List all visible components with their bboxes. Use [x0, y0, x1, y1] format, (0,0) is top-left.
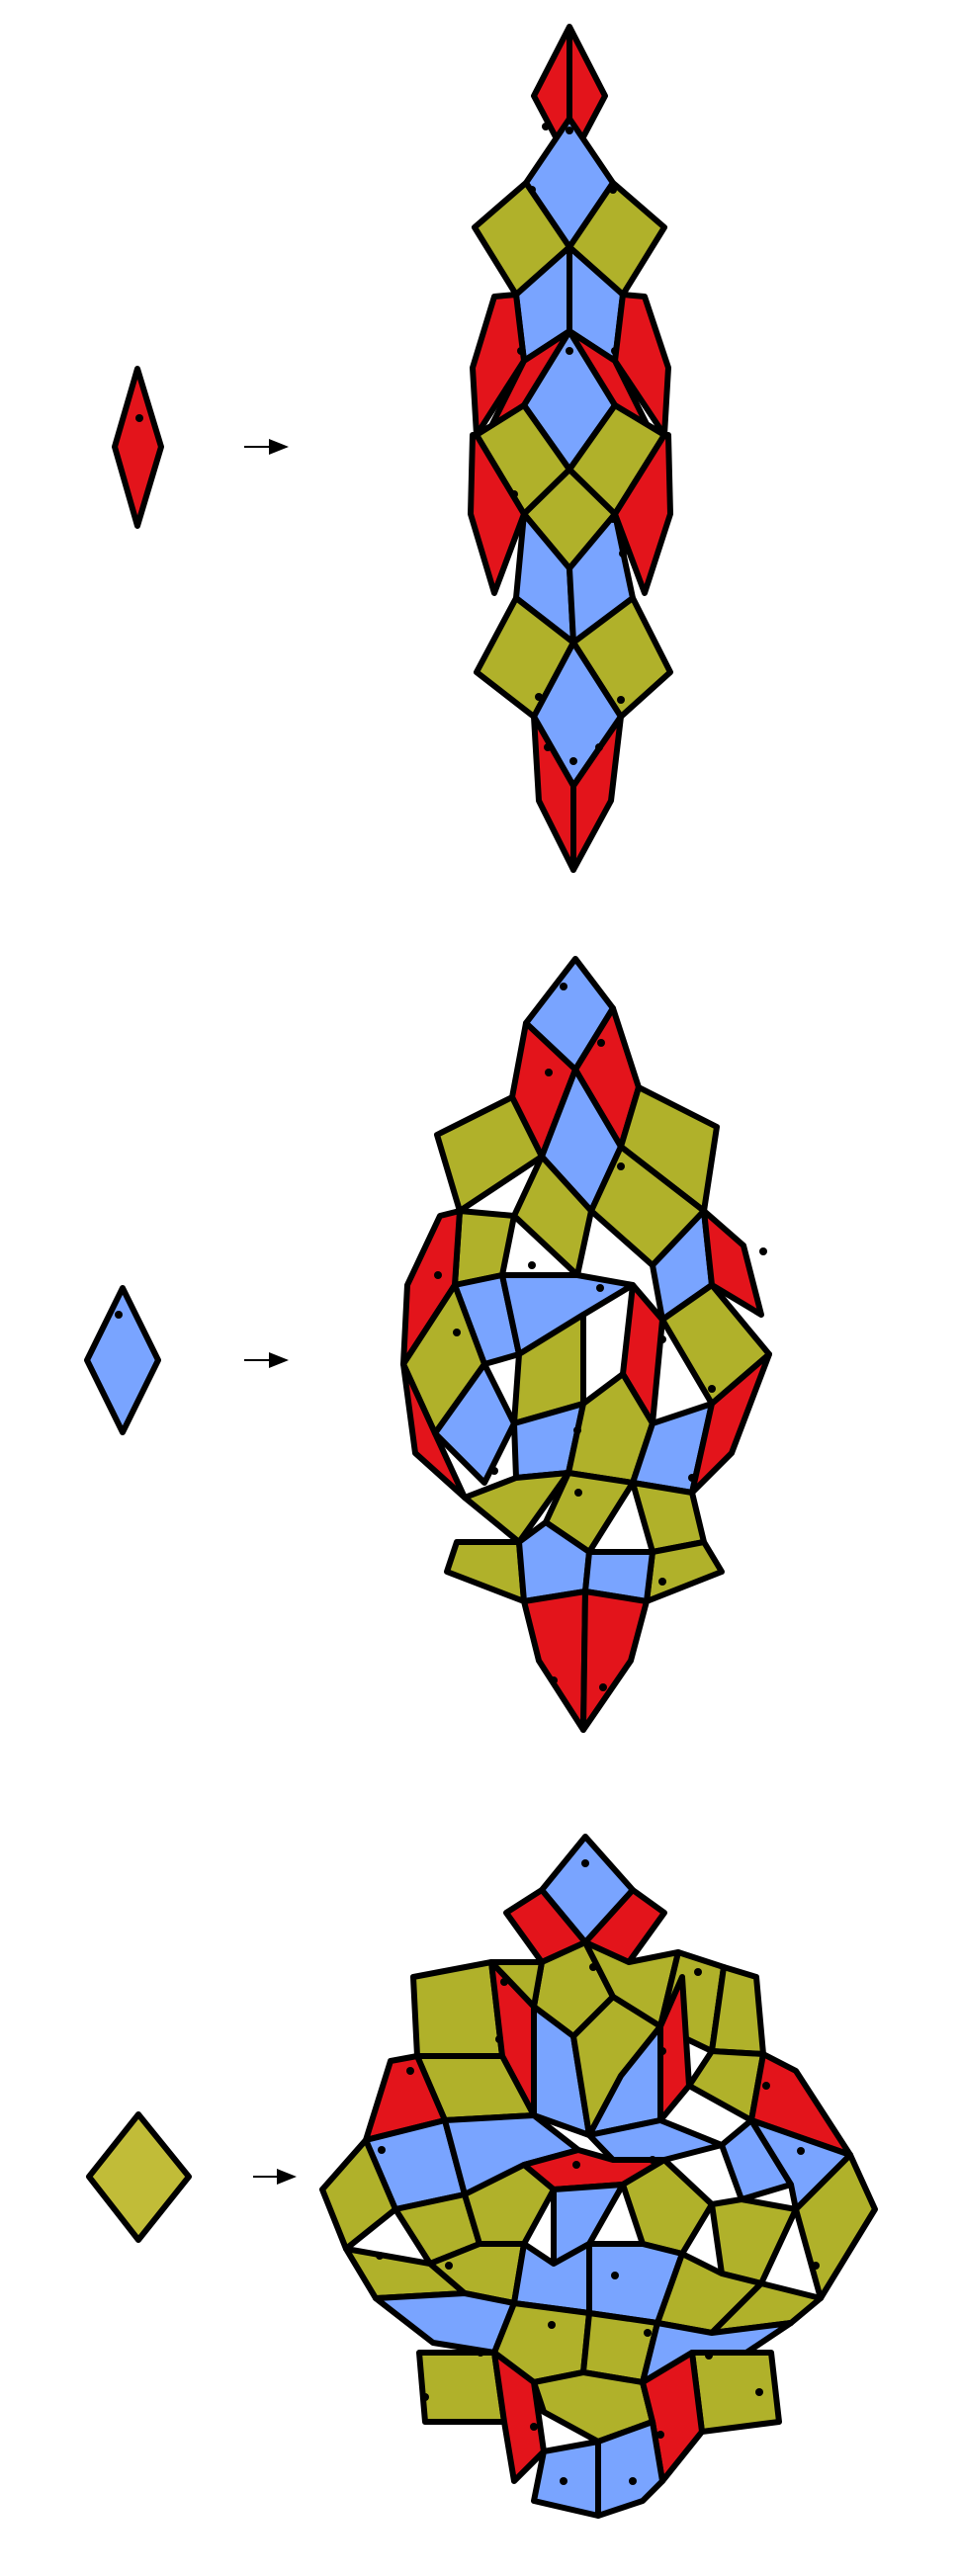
prototile-blue-rhombus [84, 1285, 161, 1435]
orientation-dot [535, 693, 543, 701]
orientation-dot [688, 1474, 696, 1482]
orientation-dot [589, 1963, 597, 1971]
orientation-dot [755, 2388, 763, 2396]
orientation-dot [617, 696, 625, 704]
orientation-dot [569, 757, 577, 765]
blue-rhombus-tile [84, 1285, 161, 1435]
orientation-dot [135, 414, 143, 422]
orientation-dot [528, 1261, 536, 1269]
red-rhombus-tile [570, 714, 624, 873]
olive-rhombus-tile [644, 1539, 725, 1604]
orientation-dot [611, 347, 619, 355]
orientation-dot [378, 2146, 386, 2154]
orientation-dot [560, 983, 567, 990]
orientation-dot [596, 1284, 604, 1292]
orientation-dot [658, 2047, 666, 2055]
orientation-dot [609, 515, 617, 523]
olive-rhombus-tile [462, 2162, 557, 2247]
prototile-olive-rhombus [86, 2111, 192, 2243]
olive-rhombus-tile [410, 1959, 505, 2059]
red-rhombus-tile [612, 432, 673, 596]
orientation-dot [581, 1859, 589, 1867]
orientation-dot [705, 2352, 713, 2360]
orientation-dot [495, 2035, 503, 2043]
orientation-dot [759, 1247, 767, 1255]
orientation-dot [528, 186, 536, 194]
orientation-dot [658, 1578, 666, 1586]
red-rhombus-tile [612, 292, 671, 438]
orientation-dot [812, 2262, 820, 2270]
orientation-dot [550, 1676, 558, 1684]
olive-rhombus-tile [416, 2350, 507, 2425]
orientation-dot [453, 1329, 461, 1336]
rule-red [112, 24, 673, 873]
red-rhombus-tile [521, 1589, 588, 1733]
orientation-dot [421, 2393, 429, 2401]
orientation-dot [490, 1467, 498, 1475]
red-rhombus-tile [470, 292, 527, 438]
orientation-dot [566, 127, 573, 134]
orientation-dot [609, 186, 617, 194]
orientation-dot [619, 550, 627, 558]
orientation-dot [115, 1311, 123, 1319]
orientation-dot [544, 743, 552, 751]
orientation-dot [545, 1069, 553, 1076]
red-rhombus-tile [112, 366, 164, 529]
olive-rhombus-tile [86, 2111, 192, 2243]
orientation-dot [434, 1271, 442, 1279]
orientation-dot [611, 2272, 619, 2279]
orientation-dot [762, 2082, 770, 2090]
orientation-dot [510, 490, 518, 498]
orientation-dot [573, 1426, 581, 1434]
prototile-red-rhombus [112, 366, 164, 529]
rule-blue [84, 956, 772, 1733]
olive-rhombus-tile [620, 2157, 715, 2257]
orientation-dot [445, 2262, 453, 2270]
orientation-dot [694, 1968, 702, 1976]
orientation-dot [629, 2477, 637, 2485]
orientation-dot [797, 2147, 805, 2155]
blue-rhombus-tile [499, 1272, 636, 1357]
orientation-dot [597, 1039, 605, 1047]
red-rhombus-tile [491, 2350, 547, 2484]
orientation-dot [548, 2321, 556, 2329]
orientation-dot [542, 123, 550, 130]
orientation-dot [708, 1385, 716, 1393]
orientation-dot [595, 743, 603, 751]
substitution-patch-red [468, 24, 673, 873]
orientation-dot [500, 1978, 508, 1986]
orientation-dot [406, 2067, 414, 2075]
red-rhombus-tile [580, 1589, 650, 1733]
red-rhombus-tile [689, 1351, 772, 1496]
olive-rhombus-tile [444, 1539, 527, 1604]
orientation-dot [566, 347, 573, 355]
rule-olive [86, 1834, 878, 2519]
orientation-dot [644, 2329, 652, 2337]
orientation-dot [517, 347, 525, 355]
orientation-dot [572, 2161, 580, 2169]
orientation-dot [658, 1335, 666, 1343]
orientation-dot [599, 1683, 607, 1691]
orientation-dot [376, 2252, 384, 2260]
orientation-dot [574, 1489, 582, 1497]
orientation-dot [656, 2431, 664, 2439]
olive-rhombus-tile [709, 1964, 766, 2057]
olive-rhombus-tile [709, 2196, 799, 2286]
olive-rhombus-tile [689, 2350, 782, 2435]
orientation-dot [477, 2349, 484, 2357]
orientation-dot [516, 525, 524, 533]
substitution-patch-blue [400, 956, 772, 1733]
orientation-dot [530, 2423, 538, 2431]
substitution-patch-olive [319, 1834, 878, 2519]
orientation-dot [649, 2156, 656, 2164]
red-rhombus-tile [468, 432, 527, 596]
blue-rhombus-tile [595, 2419, 665, 2519]
orientation-dot [617, 1162, 625, 1170]
blue-rhombus-tile [373, 2290, 517, 2356]
orientation-dot [560, 2477, 567, 2485]
